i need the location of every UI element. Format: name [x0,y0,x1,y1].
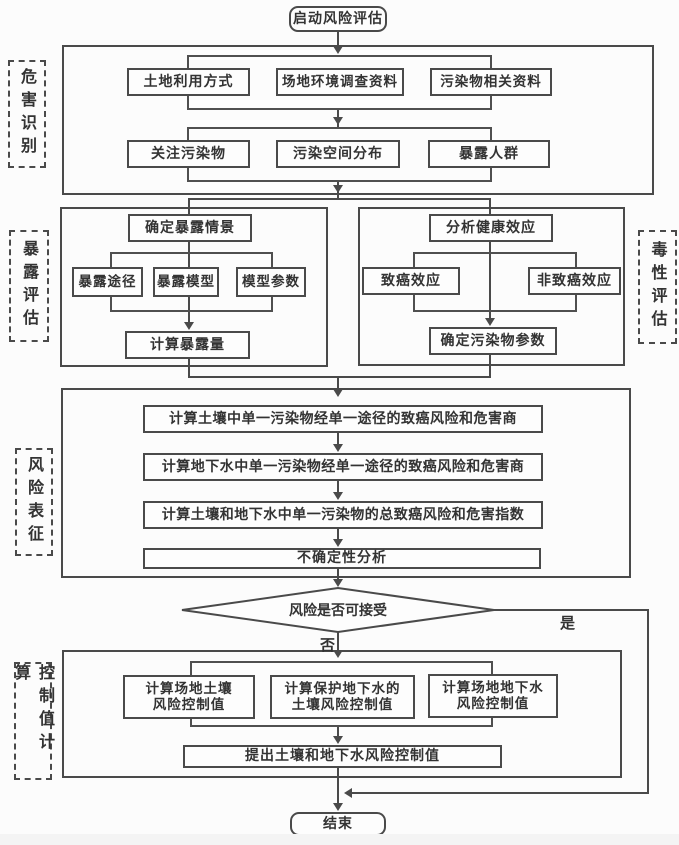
arrowhead-down-icon [333,185,343,193]
node-determine-pollutant-parameters: 确定污染物参数 [429,327,557,355]
arrowhead-down-icon [333,117,343,125]
section-toxicity-assessment [358,207,625,366]
arrowhead-down-icon [485,318,495,326]
node-propose-control-values: 提出土壤和地下水风险控制值 [183,745,502,768]
node-site-survey-data: 场地环境调查资料 [276,68,404,96]
connector-line [337,632,339,651]
start-node: 启动风险评估 [289,6,387,32]
node-exposure-pathway: 暴露途径 [72,267,143,297]
node-exposed-population: 暴露人群 [428,140,550,168]
side-label-hazard-identification: 危害识别 [8,60,46,168]
node-total-risk-hazard-index: 计算土壤和地下水中单一污染物的总致癌风险和危害指数 [143,501,543,529]
node-pollutant-data: 污染物相关资料 [430,68,552,96]
node-carcinogenic-effects: 致癌效应 [362,267,460,295]
section-risk-characterization [61,388,631,578]
node-land-use: 土地利用方式 [127,68,250,96]
arrowhead-down-icon [333,650,343,658]
side-label-risk-characterization: 风险表征 [15,448,53,556]
arrowhead-down-icon [333,46,343,54]
connector-line-yes [494,609,649,611]
node-calculate-exposure: 计算暴露量 [125,331,250,359]
end-node: 结束 [290,812,386,836]
connector-line [337,529,339,540]
arrowhead-down-icon [333,579,343,587]
node-protect-groundwater-soil-control-value: 计算保护地下水的 土壤风险控制值 [270,675,415,719]
arrowhead-down-icon [333,389,343,397]
arrowhead-down-icon [184,322,194,330]
connector-line [337,727,339,737]
connector-line [489,198,491,214]
decision-no-label: 否 [320,636,336,654]
node-site-soil-control-value: 计算场地土壤 风险控制值 [123,675,255,719]
connector-line [337,377,339,390]
arrowhead-left-icon [344,788,352,798]
connector-line-yes [352,792,649,794]
node-site-groundwater-control-value: 计算场地地下水 风险控制值 [428,674,558,718]
node-define-exposure-scenario: 确定暴露情景 [128,214,252,242]
side-label-toxicity-assessment: 毒性评估 [638,230,677,344]
node-pollution-spatial-distribution: 污染空间分布 [276,140,400,168]
connector-line [188,198,190,214]
node-exposure-model: 暴露模型 [153,267,219,297]
node-groundwater-single-pathway-risk: 计算地下水中单一污染物经单一途径的致癌风险和危害商 [143,453,543,481]
arrowhead-down-icon [333,539,343,547]
connector-line [188,198,491,200]
node-non-carcinogenic-effects: 非致癌效应 [528,267,621,295]
connector-line [337,32,339,48]
connector-line [188,376,491,378]
node-analyze-health-effects: 分析健康效应 [429,214,553,242]
connector-line-yes [647,609,649,793]
arrowhead-down-icon [333,803,343,811]
side-label-control-value-calculation: 控制值计算 [12,662,55,780]
connector-line [188,359,190,378]
connector-line [337,768,339,804]
section-exposure-assessment [60,207,328,367]
connector-line [337,481,339,493]
footer-strip [0,834,679,845]
connector-line [489,355,491,378]
section-hazard-identification [62,45,654,195]
connector-line [337,433,339,445]
decision-label: 风险是否可接受 [289,603,387,619]
node-model-parameters: 模型参数 [236,267,306,297]
connector-line [489,242,491,319]
side-label-exposure-assessment: 暴露评估 [9,230,49,342]
arrowhead-down-icon [333,444,343,452]
arrowhead-down-icon [333,492,343,500]
node-contaminants-of-concern: 关注污染物 [127,140,250,168]
node-soil-single-pathway-risk: 计算土壤中单一污染物经单一途径的致癌风险和危害商 [143,405,543,433]
node-uncertainty-analysis: 不确定性分析 [143,548,541,569]
decision-yes-label: 是 [560,614,576,632]
decision-diamond [181,586,495,634]
connector-line [337,569,339,580]
arrowhead-down-icon [333,736,343,744]
